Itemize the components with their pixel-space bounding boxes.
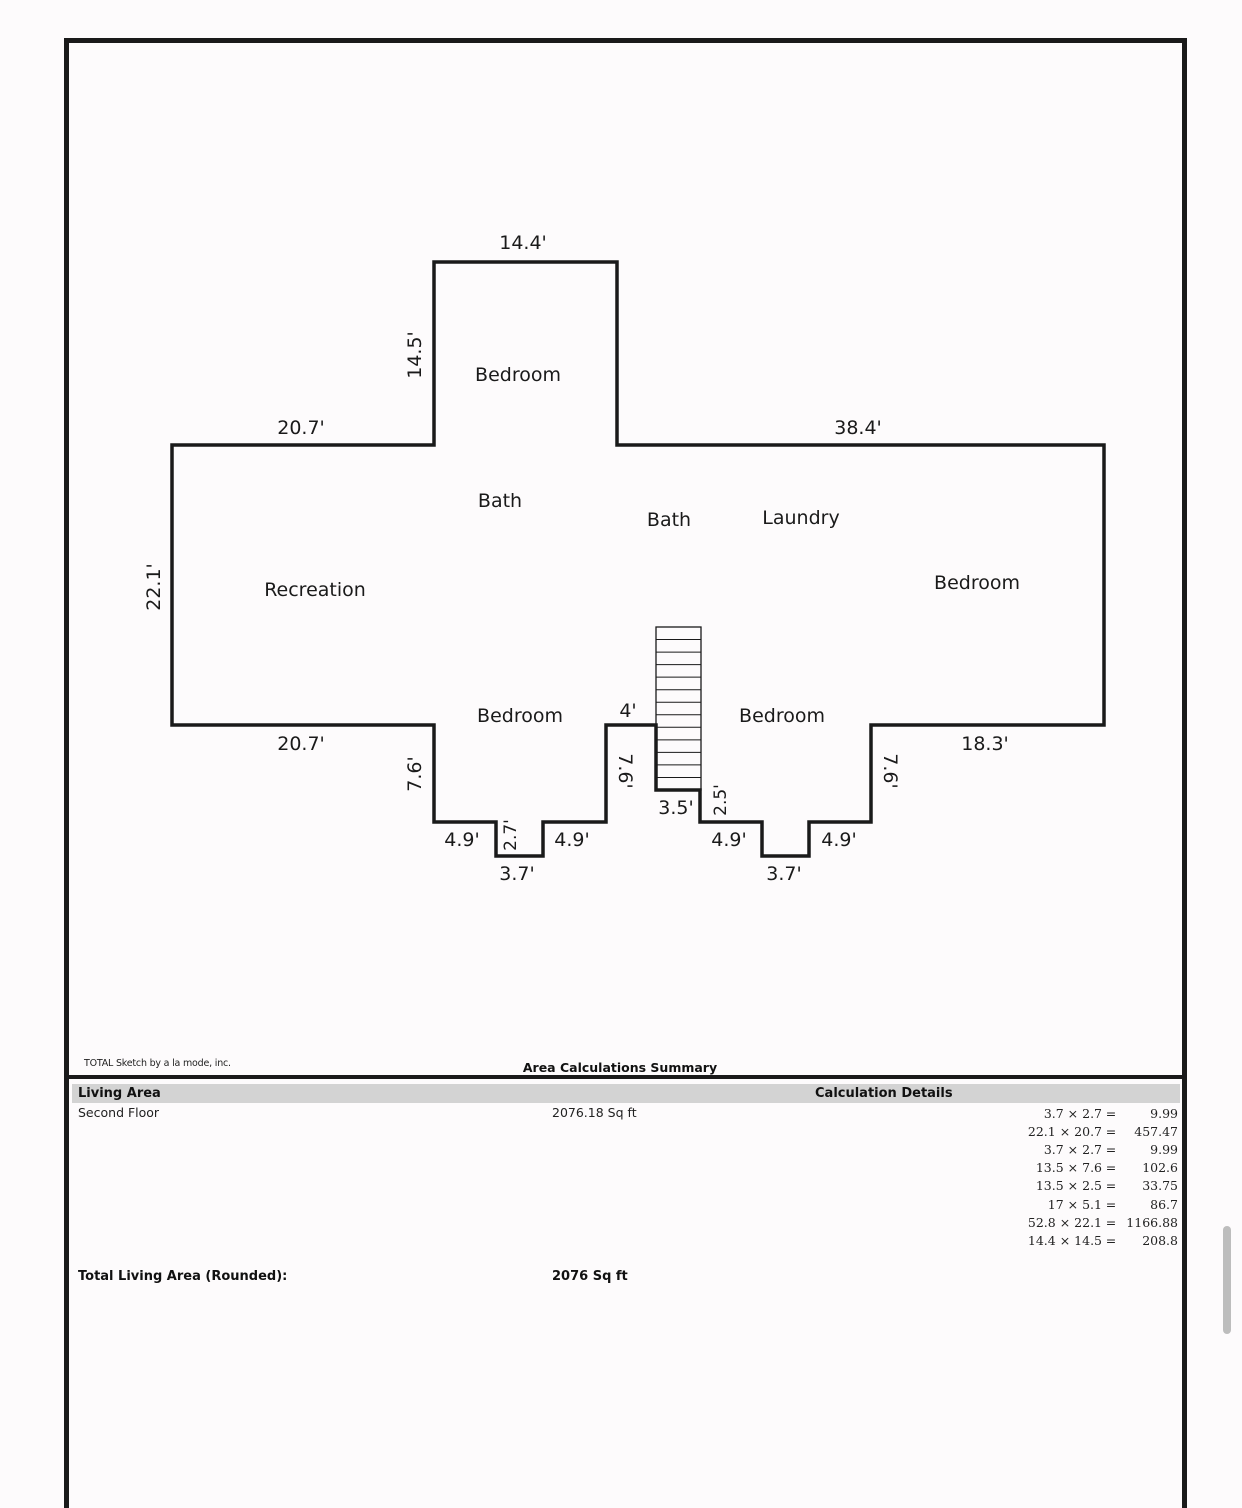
dim-top-width: 14.4' (499, 232, 547, 254)
calc-expr: 52.8 × 22.1 (1027, 1214, 1102, 1230)
calc-expr: 13.5 × 7.6 (1035, 1160, 1102, 1176)
calculation-details-header: Calculation Details (815, 1086, 953, 1101)
dim-step-d: 4.9' (821, 829, 856, 851)
dim-stair-top: 4' (619, 700, 636, 722)
calc-eq: = (1105, 1123, 1117, 1139)
calc-eq: = (1105, 1196, 1117, 1212)
floor-area: 2076.18 Sq ft (552, 1105, 637, 1120)
calc-value: 1166.88 (1126, 1214, 1178, 1230)
stairs (655, 626, 702, 791)
dim-notch-b-width: 3.7' (766, 863, 801, 885)
calc-row: 3.7 × 2.7= 9.99 (1020, 1104, 1178, 1122)
dim-step-b: 4.9' (554, 829, 589, 851)
room-label-bedroom-bottom-left: Bedroom (477, 705, 563, 727)
room-label-bath-left: Bath (478, 490, 522, 512)
calc-row: 13.5 × 7.6= 102.6 (1020, 1159, 1178, 1177)
dim-upper-left: 20.7' (277, 417, 325, 439)
living-area-header: Living Area (78, 1086, 161, 1101)
software-credit: TOTAL Sketch by a la mode, inc. (84, 1058, 231, 1069)
calc-eq: = (1105, 1105, 1117, 1121)
dim-top-left-height: 14.5' (404, 331, 426, 379)
room-label-bedroom-right: Bedroom (934, 572, 1020, 594)
calc-value: 33.75 (1142, 1178, 1178, 1194)
dim-step-a: 4.9' (444, 829, 479, 851)
calc-row: 52.8 × 22.1= 1166.88 (1020, 1213, 1178, 1231)
dim-lower-left: 20.7' (277, 733, 325, 755)
calc-expr: 17 × 5.1 (1047, 1196, 1102, 1212)
summary-title: Area Calculations Summary (522, 1060, 718, 1075)
calc-eq: = (1105, 1141, 1117, 1157)
calc-eq: = (1105, 1178, 1117, 1194)
calc-expr: 14.4 × 14.5 (1027, 1232, 1102, 1248)
dim-stair-left-height: 7.6' (614, 753, 636, 788)
calc-row: 14.4 × 14.5= 208.8 (1020, 1231, 1178, 1249)
room-label-bedroom-top: Bedroom (475, 364, 561, 386)
calc-value: 86.7 (1150, 1196, 1178, 1212)
dim-bump-left-height: 7.6' (404, 756, 426, 791)
calc-value: 457.47 (1134, 1123, 1178, 1139)
room-label-laundry: Laundry (762, 507, 839, 529)
section-divider (64, 1075, 1187, 1079)
dim-stair-right-height: 2.5' (711, 784, 731, 816)
total-living-area-value: 2076 Sq ft (552, 1269, 628, 1284)
dim-left-height: 22.1' (143, 563, 165, 611)
calc-eq: = (1105, 1232, 1117, 1248)
calc-row: 17 × 5.1= 86.7 (1020, 1195, 1178, 1213)
dim-bump-right-height: 7.6' (879, 753, 901, 788)
calculation-list: 3.7 × 2.7=9.99 22.1 × 20.7=457.47 3.7 × … (1020, 1104, 1178, 1250)
calc-expr: 3.7 × 2.7 (1043, 1141, 1102, 1157)
calc-value: 9.99 (1150, 1105, 1178, 1121)
dim-notch-a-width: 3.7' (499, 863, 534, 885)
calc-row: 3.7 × 2.7= 9.99 (1020, 1140, 1178, 1158)
dim-stair-bottom: 3.5' (658, 797, 693, 819)
dim-upper-right: 38.4' (834, 417, 882, 439)
calc-eq: = (1105, 1214, 1117, 1230)
calc-eq: = (1105, 1160, 1117, 1176)
floor-name: Second Floor (78, 1105, 160, 1120)
dim-lower-right: 18.3' (961, 733, 1009, 755)
calc-value: 102.6 (1142, 1160, 1178, 1176)
floor-plan-outline (170, 260, 1106, 858)
dim-step-c: 4.9' (711, 829, 746, 851)
calc-row: 22.1 × 20.7= 457.47 (1020, 1122, 1178, 1140)
calc-expr: 3.7 × 2.7 (1043, 1105, 1102, 1121)
page-frame (64, 38, 1187, 1508)
floor-plan-sketch: Bedroom Bath Bath Laundry Recreation Bed… (143, 232, 1106, 885)
room-label-recreation: Recreation (264, 579, 366, 601)
calc-expr: 22.1 × 20.7 (1027, 1123, 1102, 1139)
room-label-bedroom-bottom-right: Bedroom (739, 705, 825, 727)
calc-row: 13.5 × 2.5= 33.75 (1020, 1177, 1178, 1195)
scrollbar-thumb[interactable] (1223, 1226, 1231, 1334)
calc-value: 9.99 (1150, 1141, 1178, 1157)
table-header-bar (72, 1084, 1180, 1103)
calc-expr: 13.5 × 2.5 (1035, 1178, 1102, 1194)
dim-notch-a-height: 2.7' (501, 819, 521, 851)
total-living-area-label: Total Living Area (Rounded): (78, 1269, 288, 1284)
calc-value: 208.8 (1142, 1232, 1178, 1248)
room-label-bath-mid: Bath (647, 509, 691, 531)
